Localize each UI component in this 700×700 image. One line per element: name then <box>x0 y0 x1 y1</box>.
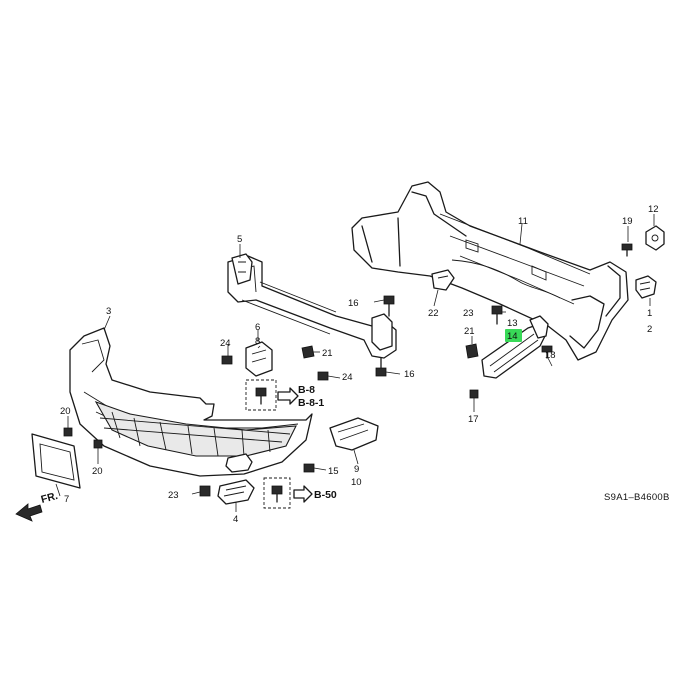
ref-b8-1: B-8-1 <box>298 397 324 409</box>
diagram-code: S9A1–B4600B <box>604 492 670 503</box>
front-bumper-beam-part-5 <box>227 253 397 359</box>
callout-2: 2 <box>647 324 652 335</box>
callout-1: 1 <box>647 308 652 319</box>
rear-bumper-face-part <box>351 181 629 361</box>
callout-7: 7 <box>64 494 69 505</box>
nut-part-20-upper <box>63 427 73 437</box>
front-direction-arrow <box>15 503 43 522</box>
callout-21-front: 21 <box>322 348 333 359</box>
callout-11: 11 <box>518 216 528 227</box>
callout-6: 6 <box>255 322 260 333</box>
callout-24-right: 24 <box>342 372 353 383</box>
license-plate-base-part-7 <box>31 433 81 489</box>
callout-5: 5 <box>237 234 242 245</box>
callout-13: 13 <box>507 318 518 329</box>
leader-lines <box>55 214 655 512</box>
callout-18: 18 <box>545 350 556 361</box>
clip-part-12 <box>645 225 665 251</box>
callout-10: 10 <box>351 477 362 488</box>
highlight-marker <box>505 329 522 342</box>
ref-b50: B-50 <box>314 489 337 501</box>
screw-part-18 <box>541 345 553 359</box>
rear-bumper-spacer-part-14 <box>481 315 549 379</box>
bolt-part-24-left <box>221 355 233 365</box>
callout-16-lower: 16 <box>404 369 415 380</box>
callout-21-rear: 21 <box>464 326 475 337</box>
callout-22: 22 <box>428 308 439 319</box>
screw-part-19 <box>621 243 633 257</box>
bracket-part-6-8 <box>245 341 273 377</box>
nut-part-17 <box>469 389 479 399</box>
callout-20-lower: 20 <box>92 466 103 477</box>
callout-23-rear: 23 <box>463 308 474 319</box>
callout-12: 12 <box>648 204 659 215</box>
bolt-part-15 <box>303 463 315 473</box>
callout-16-upper: 16 <box>348 298 359 309</box>
front-bumper-face-part <box>69 327 313 477</box>
callout-23-front: 23 <box>168 490 179 501</box>
callout-14: 14 <box>507 331 518 342</box>
callout-24-left: 24 <box>220 338 231 349</box>
bolt-part-16-upper <box>383 295 395 317</box>
reference-box-b8 <box>245 379 299 411</box>
grille-part-4 <box>217 479 255 505</box>
bolt-part-16-lower <box>375 357 387 377</box>
callout-20-upper: 20 <box>60 406 71 417</box>
clip-part-21-front <box>301 345 315 359</box>
callout-19: 19 <box>622 216 633 227</box>
bolt-part-23-rear <box>491 305 503 325</box>
ref-b8: B-8 <box>298 384 315 396</box>
front-marker-text: FR. <box>40 490 60 506</box>
callout-8: 8 <box>255 336 260 347</box>
clip-part-21-rear <box>465 343 479 359</box>
bolt-part-23-front <box>199 485 211 497</box>
side-spacer-part-9-10 <box>329 417 379 451</box>
bolt-part-24-right <box>317 371 329 381</box>
callout-15: 15 <box>328 466 339 477</box>
reference-box-b50 <box>263 477 313 509</box>
callout-4: 4 <box>233 514 238 525</box>
fastener-part-22 <box>431 269 455 291</box>
side-clip-part-1-2 <box>635 275 657 299</box>
nut-part-20-lower <box>93 439 103 449</box>
callout-3: 3 <box>106 306 111 317</box>
callout-9: 9 <box>354 464 359 475</box>
callout-labels: 5 3 6 8 24 21 24 16 16 20 20 7 23 4 15 9… <box>60 204 659 525</box>
callout-17: 17 <box>468 414 479 425</box>
